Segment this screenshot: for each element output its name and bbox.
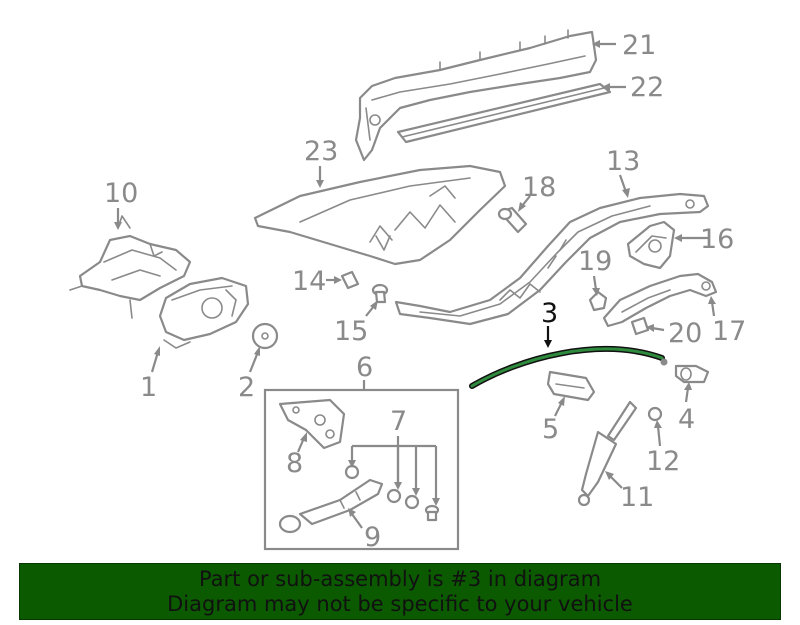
callout-6[interactable]: 6 <box>356 352 373 383</box>
callout-1[interactable]: 1 <box>140 372 157 403</box>
callout-16[interactable]: 16 <box>700 224 734 255</box>
part-4-cable-end <box>674 364 710 384</box>
callout-5[interactable]: 5 <box>542 414 559 445</box>
part-12-grommet <box>647 406 663 422</box>
part-2-washer <box>251 322 279 350</box>
callout-20[interactable]: 20 <box>668 318 702 349</box>
callout-23[interactable]: 23 <box>304 136 338 167</box>
part-5-release-switch <box>546 370 596 402</box>
part-23-roof-panel <box>253 164 507 266</box>
parts-diagram: 21 22 23 13 18 10 16 19 14 15 20 17 3 1 … <box>69 29 746 553</box>
part-22-weatherstrip <box>396 82 612 144</box>
callout-11[interactable]: 11 <box>620 482 654 513</box>
part-13-link-arm <box>394 192 710 326</box>
info-banner: Part or sub-assembly is #3 in diagram Di… <box>19 563 781 620</box>
part-14-clip <box>340 270 360 290</box>
sub-assembly-6-box <box>263 388 460 551</box>
part-11-gas-strut <box>577 400 638 507</box>
part-10-latch <box>69 215 192 319</box>
callout-19[interactable]: 19 <box>578 246 612 277</box>
callout-22[interactable]: 22 <box>630 72 664 103</box>
part-20-nut <box>630 316 650 336</box>
callout-15[interactable]: 15 <box>334 316 368 347</box>
callout-9[interactable]: 9 <box>364 522 381 553</box>
part-1-actuator <box>158 276 250 349</box>
leader-line-3 <box>544 326 552 348</box>
leader-lines <box>114 40 716 529</box>
part-15-bolt <box>371 283 389 304</box>
callout-14[interactable]: 14 <box>292 266 326 297</box>
callout-21[interactable]: 21 <box>622 30 656 61</box>
part-3-cable[interactable] <box>469 346 668 389</box>
part-17-hinge-lever <box>602 272 718 328</box>
part-8-bracket-plate <box>278 398 346 450</box>
part-9-latch-rod <box>278 478 384 534</box>
callout-2[interactable]: 2 <box>238 372 255 403</box>
part-18-bump-stop <box>497 206 528 234</box>
part-16-bracket <box>626 220 676 270</box>
callout-13[interactable]: 13 <box>606 146 640 177</box>
callout-8[interactable]: 8 <box>286 448 303 479</box>
banner-line-1: Part or sub-assembly is #3 in diagram <box>198 566 602 591</box>
banner-line-2: Diagram may not be specific to your vehi… <box>167 591 633 616</box>
callout-12[interactable]: 12 <box>646 446 680 477</box>
callout-3[interactable]: 3 <box>541 298 558 329</box>
part-21-header-rail <box>354 29 598 162</box>
callout-10[interactable]: 10 <box>104 178 138 209</box>
part-19-clip <box>588 290 608 312</box>
callout-17[interactable]: 17 <box>712 316 746 347</box>
callout-18[interactable]: 18 <box>522 172 556 203</box>
callout-4[interactable]: 4 <box>678 404 695 435</box>
callout-7[interactable]: 7 <box>390 406 407 437</box>
